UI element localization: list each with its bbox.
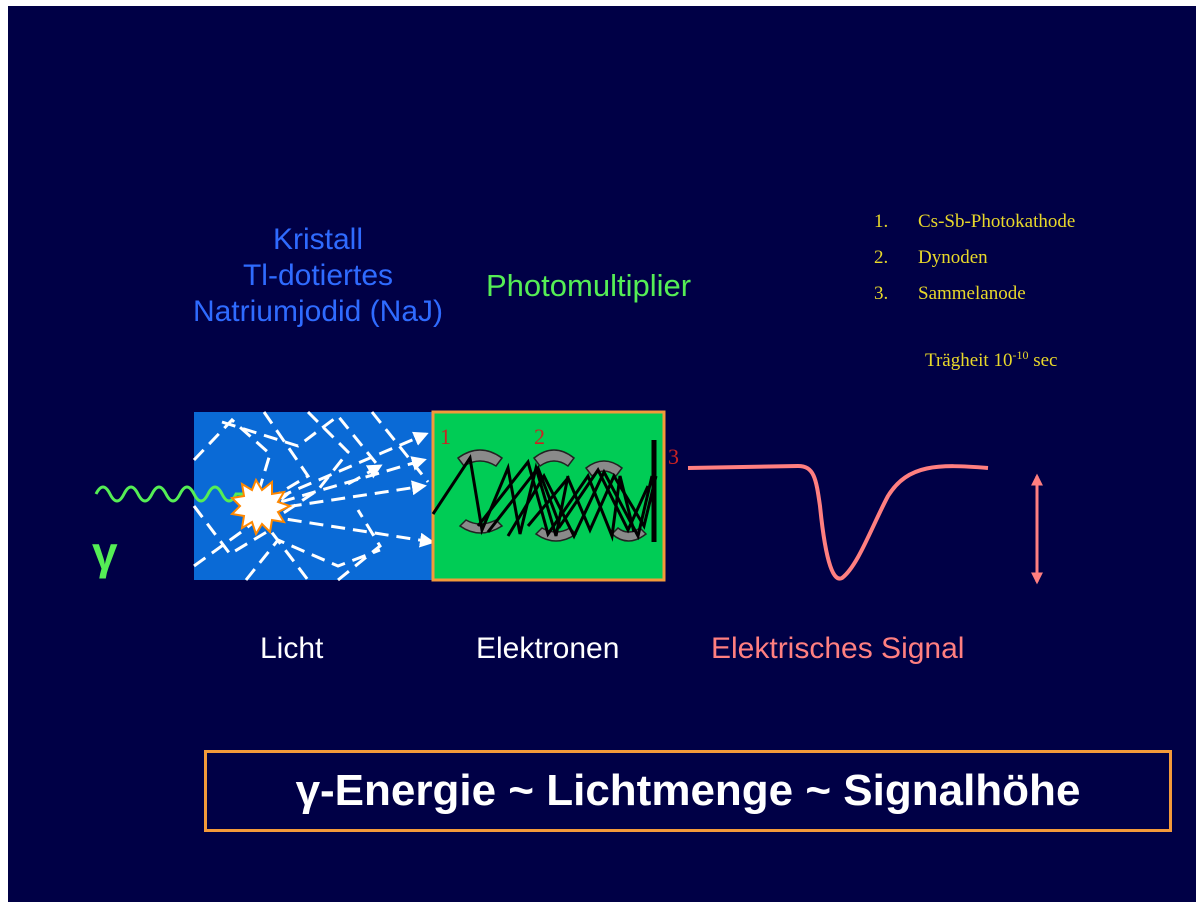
- marker-3: 3: [668, 444, 679, 469]
- marker-2: 2: [534, 424, 545, 449]
- formula-text: γ-Energie ~ Lichtmenge ~ Signalhöhe: [295, 766, 1081, 815]
- legend-item: 2. Dynoden: [874, 240, 1075, 276]
- slide: 1 2 3 Kristall Tl-dotiertes Natriumjodid…: [8, 6, 1196, 902]
- inertia-note: Trägheit 10-10 sec: [925, 348, 1057, 372]
- crystal-label: Kristall Tl-dotiertes Natriumjodid (NaJ): [138, 222, 498, 330]
- component-legend: 1. Cs-Sb-Photokathode 2. Dynoden 3. Sammela…: [874, 204, 1075, 312]
- legend-number: 3.: [874, 283, 889, 304]
- legend-number: 1.: [874, 211, 889, 232]
- legend-number: 2.: [874, 247, 889, 268]
- legend-text: Sammelanode: [918, 283, 1026, 304]
- inertia-prefix: Trägheit 10: [925, 350, 1013, 371]
- legend-text: Dynoden: [918, 247, 988, 268]
- legend-item: 3. Sammelanode: [874, 276, 1075, 312]
- marker-1: 1: [440, 424, 451, 449]
- elektronen-label: Elektronen: [476, 632, 620, 665]
- photomultiplier-label: Photomultiplier: [486, 268, 692, 303]
- electron-cascade: [431, 440, 658, 542]
- flash-icon: [229, 477, 293, 537]
- inertia-suffix: sec: [1028, 350, 1058, 371]
- signal-label: Elektrisches Signal: [711, 632, 965, 665]
- crystal-label-line3: Natriumjodid (NaJ): [192, 295, 444, 328]
- legend-item: 1. Cs-Sb-Photokathode: [874, 204, 1075, 240]
- licht-label: Licht: [260, 632, 324, 665]
- gamma-wave: [94, 485, 250, 503]
- crystal-label-line1: Kristall: [272, 223, 363, 256]
- formula-box: γ-Energie ~ Lichtmenge ~ Signalhöhe: [204, 750, 1172, 832]
- diagram-graphics: 1 2 3: [94, 410, 1043, 585]
- inertia-exponent: -10: [1012, 348, 1029, 362]
- crystal-label-line2: Tl-dotiertes: [242, 259, 394, 292]
- legend-text: Cs-Sb-Photokathode: [918, 211, 1076, 232]
- signal-curve: [687, 463, 989, 581]
- gamma-symbol: γ: [92, 527, 118, 579]
